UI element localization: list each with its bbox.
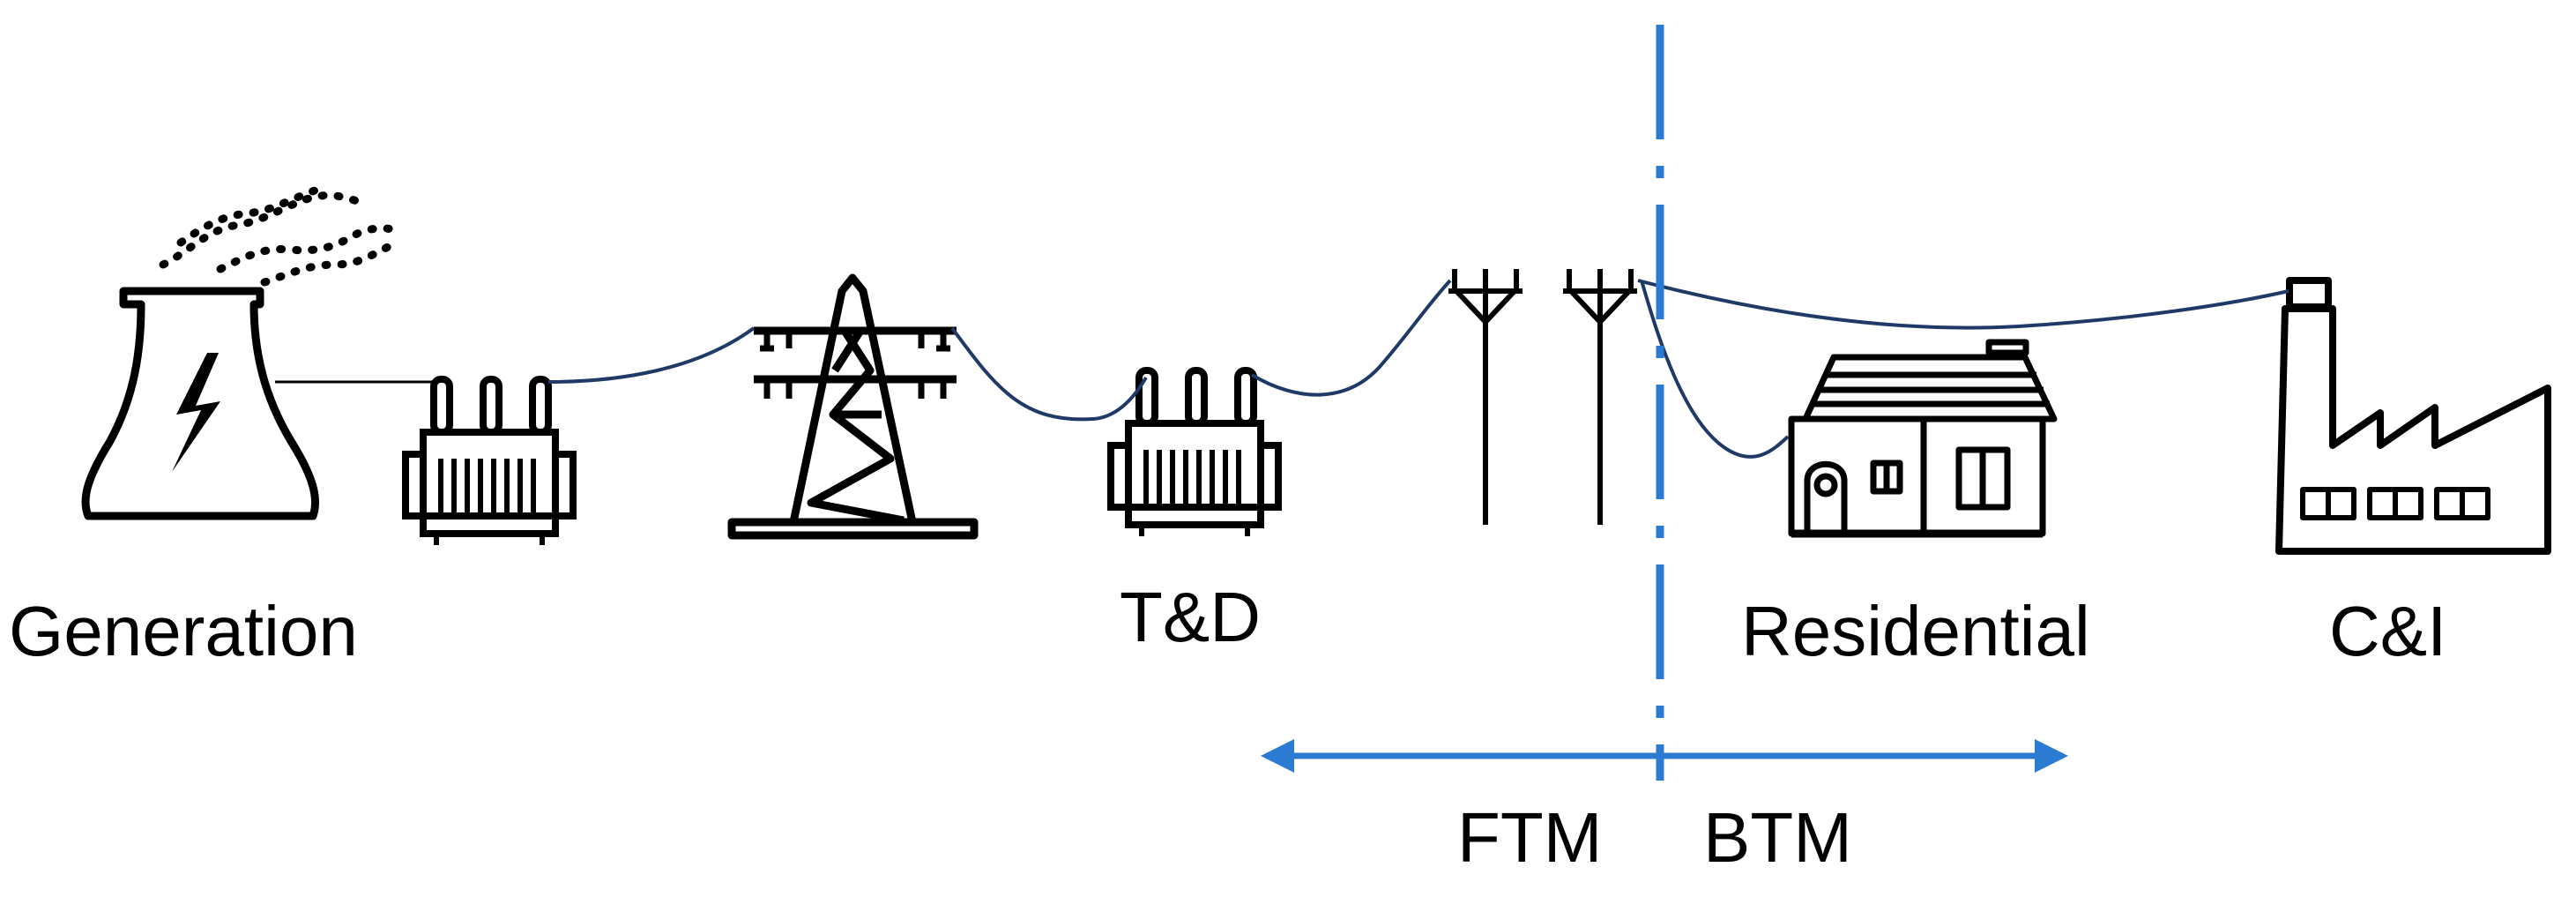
residential-label: Residential xyxy=(1741,592,2090,670)
house-icon xyxy=(1788,339,2058,538)
transformer-icon xyxy=(402,376,577,545)
utility-pole-icon xyxy=(1448,269,1523,525)
right-arrowhead-icon xyxy=(2035,739,2068,773)
generation-label: Generation xyxy=(9,592,358,670)
power-lines xyxy=(547,279,2289,459)
utility-pole-icon xyxy=(1563,269,1637,525)
ftm-label: FTM xyxy=(1457,798,1603,877)
factory-icon xyxy=(2275,277,2551,555)
td-label: T&D xyxy=(1120,578,1261,656)
left-arrowhead-icon xyxy=(1261,739,1294,773)
transmission-tower-icon xyxy=(727,273,979,540)
steam-icon xyxy=(159,185,397,287)
power-plant-icon xyxy=(81,185,397,520)
ci-label: C&I xyxy=(2329,592,2447,670)
btm-label: BTM xyxy=(1703,798,1852,877)
